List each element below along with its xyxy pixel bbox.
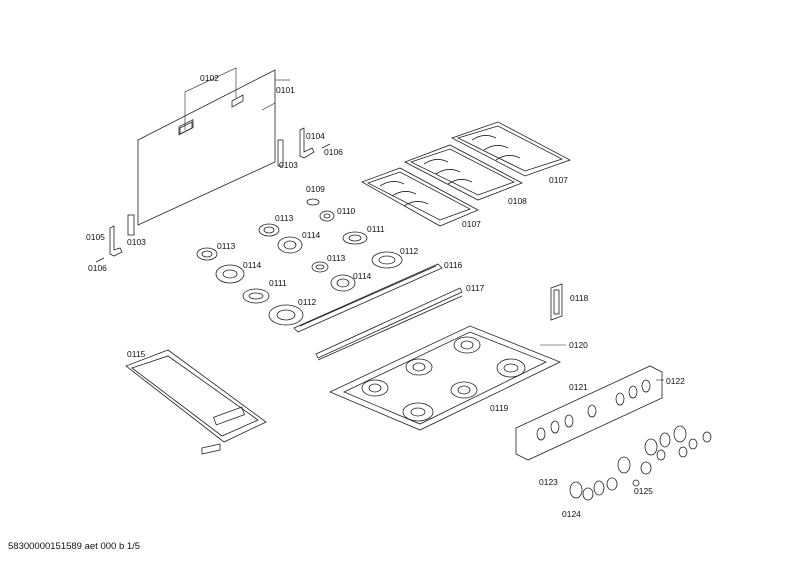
pan-support-grates: [361, 121, 571, 227]
hinge-left: [95, 225, 123, 263]
callout-0119: 0119: [490, 403, 509, 413]
callout-0116: 0116: [444, 260, 463, 270]
callout-0114: 0114: [353, 271, 372, 281]
callout-0120: 0120: [569, 340, 588, 350]
callout-0113: 0113: [327, 253, 346, 263]
side-bracket: [127, 139, 284, 236]
callout-0102: 0102: [200, 73, 219, 83]
callout-0123: 0123: [539, 477, 558, 487]
leader-lines-top: [184, 67, 290, 130]
callout-0103: 0103: [127, 237, 146, 247]
callout-0124: 0124: [562, 509, 581, 519]
callout-0107: 0107: [549, 175, 568, 185]
side-bracket-small: [550, 283, 563, 321]
callout-0108: 0108: [508, 196, 527, 206]
document-id: 58300000151589 aet 000 b 1/5: [8, 541, 141, 552]
callout-0118: 0118: [570, 293, 589, 303]
control-panel: [515, 365, 663, 461]
callout-0121: 0121: [569, 382, 588, 392]
callout-0111: 0111: [269, 278, 287, 288]
control-knobs: [569, 425, 712, 501]
callout-labels: 0101 0102 0103 0103 0104 0105 0106 0106 …: [86, 73, 685, 519]
callout-0109: 0109: [306, 184, 325, 194]
callout-0107: 0107: [462, 219, 481, 229]
callout-0115: 0115: [127, 349, 146, 359]
callout-0117: 0117: [466, 283, 485, 293]
hinge-right: [299, 127, 331, 159]
callout-0104: 0104: [306, 131, 325, 141]
hob-plate: [329, 325, 561, 431]
callout-0122: 0122: [666, 376, 685, 386]
callout-0103: 0103: [279, 160, 298, 170]
callout-0110: 0110: [337, 206, 356, 216]
callout-0106: 0106: [324, 147, 343, 157]
callout-0112: 0112: [400, 246, 419, 256]
callout-0113: 0113: [217, 241, 236, 251]
callout-0101: 0101: [276, 85, 295, 95]
callout-0106: 0106: [88, 263, 107, 273]
callout-0105: 0105: [86, 232, 105, 242]
callout-0114: 0114: [243, 260, 262, 270]
glass-lid: [125, 349, 267, 455]
burner-components: [196, 198, 403, 326]
callout-0125: 0125: [634, 486, 653, 496]
callout-0114: 0114: [302, 230, 321, 240]
back-panel: [137, 69, 276, 226]
callout-0112: 0112: [298, 297, 317, 307]
front-rails: [293, 263, 463, 361]
callout-0113: 0113: [275, 213, 294, 223]
callout-0111: 0111: [367, 224, 385, 234]
